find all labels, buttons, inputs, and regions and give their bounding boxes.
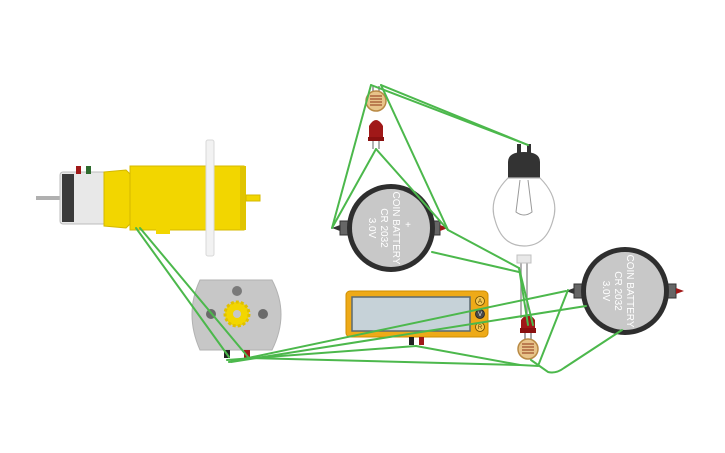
battery-2-label-3: 3.0V bbox=[600, 281, 611, 302]
dc-motor-hole-top bbox=[232, 286, 242, 296]
multimeter-probe-red[interactable] bbox=[419, 337, 424, 345]
battery-1-face bbox=[352, 189, 430, 267]
bulb-base bbox=[508, 152, 540, 178]
multimeter-screen bbox=[351, 296, 471, 332]
gearbox-body bbox=[129, 165, 245, 231]
gearbox-axle bbox=[205, 139, 215, 257]
gearbox-tab bbox=[156, 228, 170, 234]
gear-motor-endcap bbox=[62, 174, 74, 222]
battery-1-label-1: COIN BATTERY bbox=[390, 192, 401, 265]
dc-motor-terminal-red[interactable] bbox=[244, 350, 250, 358]
wire[interactable] bbox=[431, 251, 520, 273]
photoresistor-top-track bbox=[370, 95, 382, 106]
wire[interactable] bbox=[248, 357, 521, 366]
battery-1-lead-black bbox=[332, 225, 340, 231]
gearbox-front bbox=[103, 169, 133, 229]
dc-motor-gear-icon bbox=[223, 300, 251, 328]
photoresistor-bottom[interactable] bbox=[517, 333, 539, 360]
photoresistor-top[interactable] bbox=[365, 86, 387, 112]
gear-motor-shaft bbox=[36, 196, 66, 200]
wire[interactable] bbox=[375, 148, 449, 231]
led-top[interactable] bbox=[368, 120, 384, 149]
led-bottom-rim bbox=[520, 328, 536, 333]
led-bottom-socket bbox=[516, 254, 532, 264]
dc-motor[interactable] bbox=[191, 279, 282, 358]
wire[interactable] bbox=[139, 227, 249, 358]
gear-motor[interactable] bbox=[36, 139, 261, 257]
bulb-glass bbox=[492, 177, 556, 247]
multimeter[interactable]: A V R bbox=[345, 290, 489, 345]
wire[interactable] bbox=[530, 329, 623, 374]
multimeter-probe-black[interactable] bbox=[409, 337, 414, 345]
battery-2-face bbox=[586, 252, 664, 330]
photoresistor-bottom-track bbox=[522, 343, 534, 354]
coin-battery-1[interactable]: + COIN BATTERY CR 2032 3.0V bbox=[332, 184, 448, 272]
wires bbox=[135, 84, 623, 374]
wire[interactable] bbox=[380, 84, 529, 146]
gear-motor-terminal-red[interactable] bbox=[76, 166, 81, 174]
battery-1-label-3: 3.0V bbox=[366, 218, 377, 239]
wire[interactable] bbox=[331, 148, 377, 229]
multimeter-button-v[interactable]: V bbox=[475, 309, 485, 319]
svg-text:V: V bbox=[478, 312, 482, 318]
multimeter-button-a[interactable]: A bbox=[475, 296, 485, 306]
battery-1-plus: + bbox=[405, 220, 411, 231]
battery-2-lead-black bbox=[566, 288, 574, 294]
led-top-lens bbox=[369, 120, 383, 138]
bulb-terminal-left[interactable] bbox=[517, 144, 521, 154]
battery-2-label-2: CR 2032 bbox=[612, 271, 623, 311]
battery-2-lead-red bbox=[676, 288, 684, 294]
gearbox-edge bbox=[240, 166, 246, 230]
wire[interactable] bbox=[415, 345, 521, 366]
led-top-rim bbox=[368, 137, 384, 141]
wire[interactable] bbox=[230, 305, 587, 363]
svg-text:A: A bbox=[478, 299, 482, 305]
gear-motor-terminal-green[interactable] bbox=[86, 166, 91, 174]
photoresistor-bottom-face bbox=[517, 338, 539, 360]
battery-1-label-2: CR 2032 bbox=[378, 208, 389, 248]
light-bulb[interactable] bbox=[492, 144, 556, 247]
wire[interactable] bbox=[380, 84, 449, 231]
battery-1-lead-red bbox=[440, 225, 448, 231]
wire[interactable] bbox=[228, 290, 567, 363]
dc-motor-hole-right bbox=[258, 309, 268, 319]
bulb-filament bbox=[515, 179, 533, 216]
wire[interactable] bbox=[447, 229, 520, 269]
wire[interactable] bbox=[331, 84, 372, 229]
wire[interactable] bbox=[135, 227, 230, 358]
battery-2-label-1: COIN BATTERY bbox=[624, 255, 635, 328]
gearbox-output-shaft bbox=[245, 194, 261, 202]
bulb-terminal-right[interactable] bbox=[527, 144, 531, 154]
coin-battery-2[interactable]: COIN BATTERY CR 2032 3.0V bbox=[566, 247, 684, 335]
svg-text:R: R bbox=[478, 325, 483, 331]
